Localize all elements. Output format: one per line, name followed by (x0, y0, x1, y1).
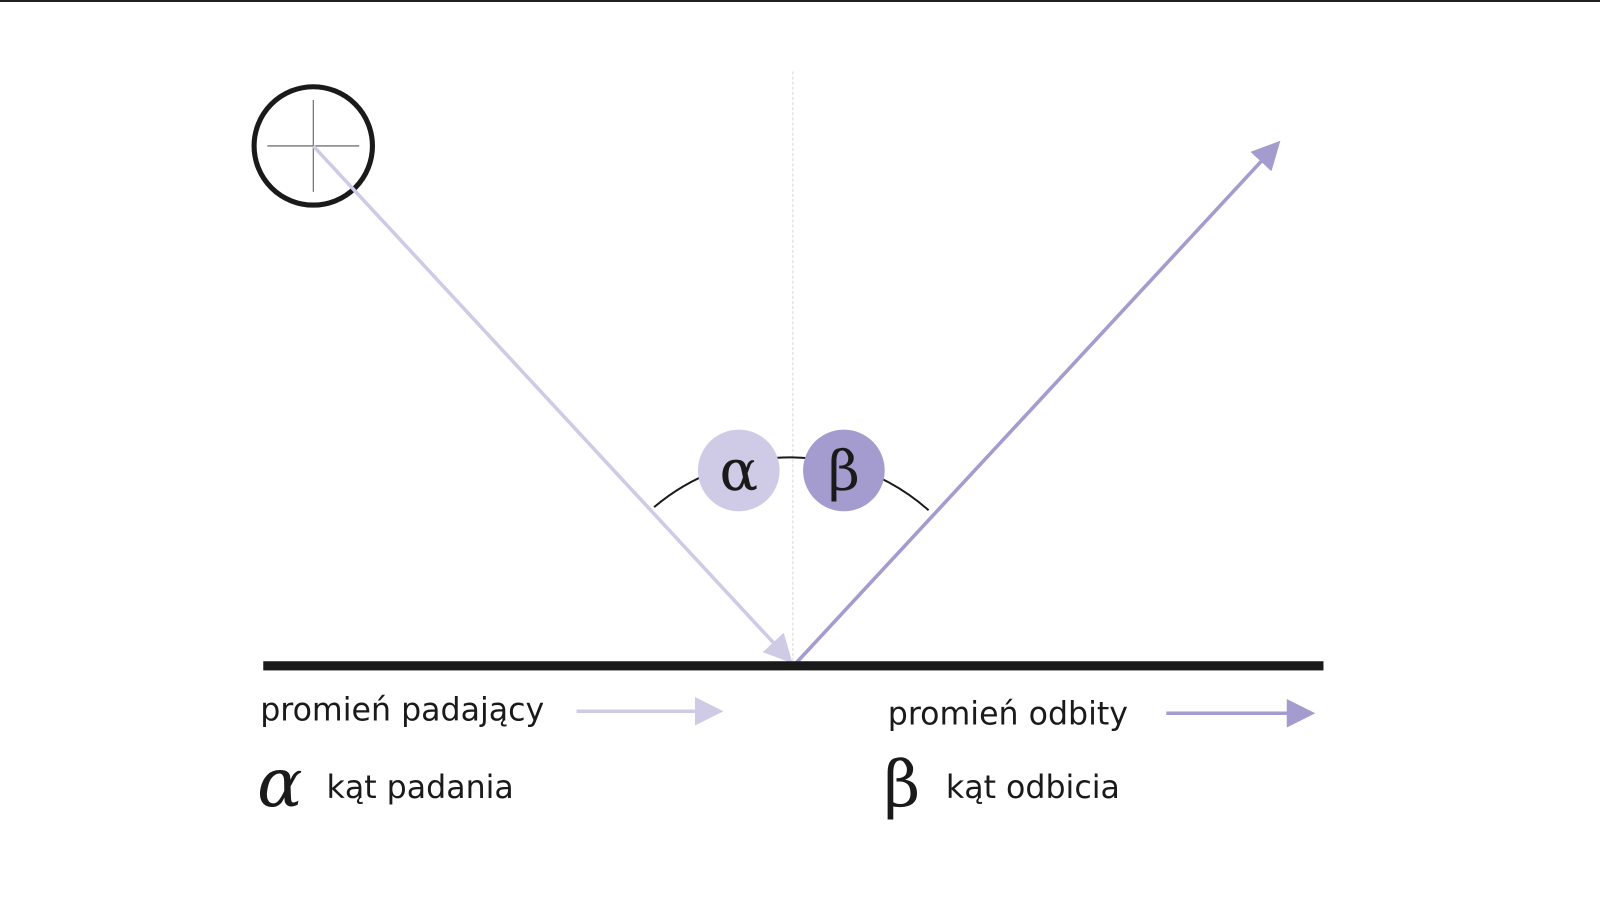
mirror-surface (263, 661, 1324, 671)
legend-angle-reflection: kąt odbicia (946, 770, 1120, 806)
beta-badge (803, 429, 885, 512)
legend-incident-label: promień padający (260, 692, 544, 728)
top-border (0, 0, 1600, 2)
legend-alpha-symbol: α (257, 743, 302, 822)
beta-badge-symbol: β (828, 439, 860, 503)
alpha-badge (697, 429, 780, 512)
angle-arc (653, 456, 930, 511)
legend-reflected-label: promień odbity (888, 697, 1128, 733)
legend-angle-incidence: kąt padania (327, 770, 514, 806)
legend-beta-symbol: β (884, 747, 921, 821)
incident-ray (311, 144, 793, 664)
reflected-ray (794, 140, 1281, 665)
alpha-badge-symbol: α (719, 438, 758, 504)
